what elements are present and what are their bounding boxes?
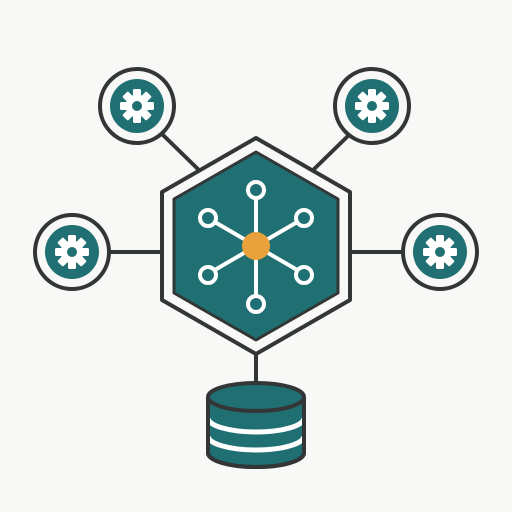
gear-icon <box>120 89 154 123</box>
gear-icon <box>423 235 457 269</box>
connector-top-right <box>307 132 352 176</box>
gear-node-top-right <box>333 67 411 145</box>
gear-node-right <box>401 213 479 291</box>
network-hub-icon <box>198 180 314 314</box>
gear-node-left <box>33 213 111 291</box>
gear-icon <box>355 89 389 123</box>
hub-center-dot <box>242 232 270 260</box>
gear-node-top-left <box>98 67 176 145</box>
database <box>205 381 307 469</box>
connector-top-left <box>160 132 205 176</box>
database-icon <box>205 381 307 469</box>
central-hub <box>160 136 352 356</box>
gear-icon <box>55 235 89 269</box>
